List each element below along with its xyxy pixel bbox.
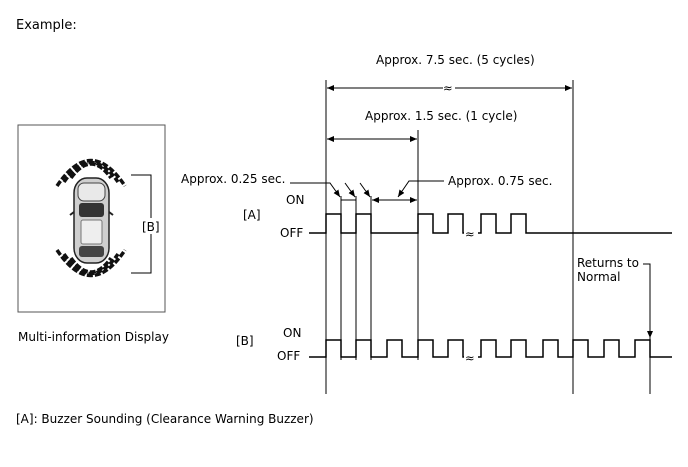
- on-time-label: Approx. 0.25 sec.: [181, 172, 285, 186]
- signal-a-off: OFF: [280, 226, 303, 240]
- page-title: Example:: [16, 18, 77, 33]
- returns-arrow: [643, 263, 653, 338]
- on-time-arrows: [290, 180, 444, 203]
- returns-label-line1: Returns to: [577, 256, 639, 270]
- signal-a-label: [A]: [243, 208, 261, 222]
- display-caption: Multi-information Display: [18, 330, 169, 344]
- reference-lines: [325, 80, 651, 394]
- bracket-label: [B]: [142, 220, 160, 234]
- car-icon: [55, 158, 127, 278]
- display-frame: [17, 124, 166, 313]
- signal-b-waveform: [309, 339, 672, 358]
- signal-a-break: ≈: [465, 227, 475, 241]
- signal-b-on: ON: [283, 326, 301, 340]
- signal-b-off: OFF: [277, 349, 300, 363]
- off-time-label: Approx. 0.75 sec.: [448, 174, 552, 188]
- cycle-span-label: Approx. 1.5 sec. (1 cycle): [365, 109, 517, 123]
- total-span-break: ≈: [443, 81, 453, 95]
- signal-b-break: ≈: [465, 351, 475, 365]
- total-span-label: Approx. 7.5 sec. (5 cycles): [376, 53, 535, 67]
- returns-label-line2: Normal: [577, 270, 620, 284]
- signal-a-waveform: [309, 213, 672, 234]
- footnote: [A]: Buzzer Sounding (Clearance Warning …: [16, 412, 314, 426]
- signal-a-on: ON: [286, 193, 304, 207]
- signal-b-label: [B]: [236, 334, 254, 348]
